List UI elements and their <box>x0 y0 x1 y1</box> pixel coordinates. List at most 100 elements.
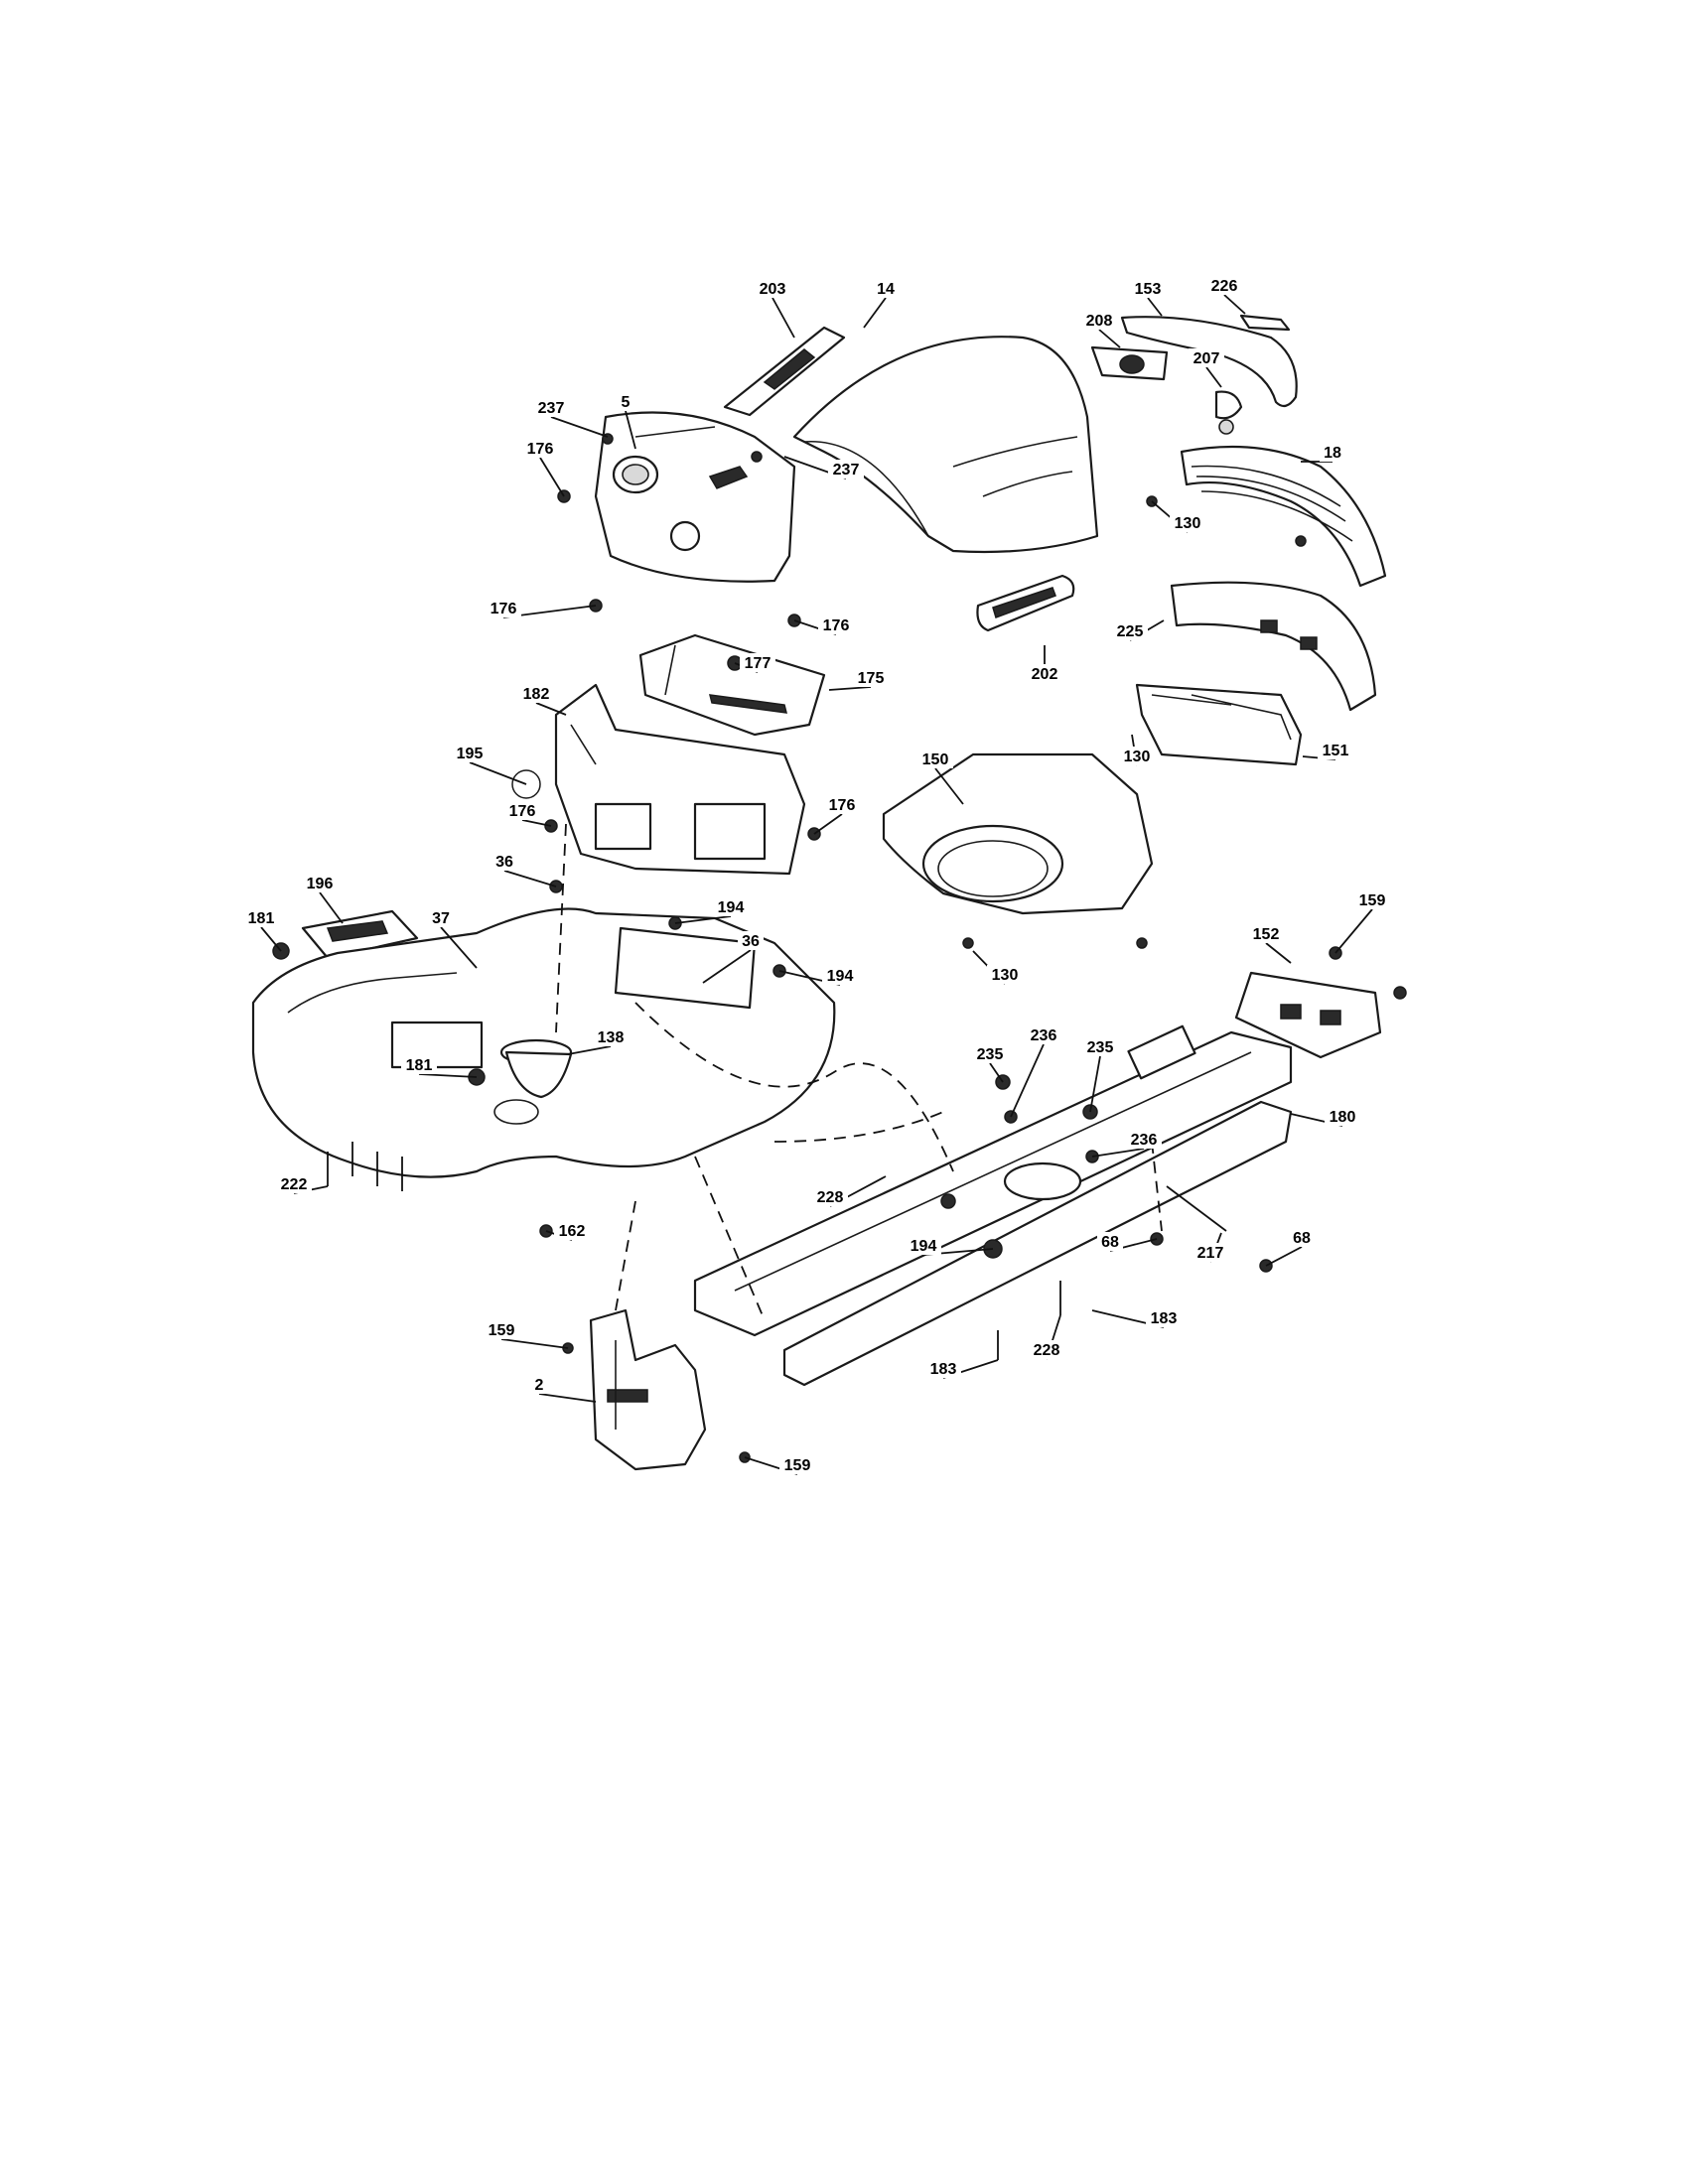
callout-number: 196 <box>307 876 334 892</box>
callout-c236b: 236 <box>1091 1130 1162 1158</box>
callout-bg <box>873 279 899 298</box>
callout-number: 159 <box>784 1457 811 1474</box>
callout-bg <box>554 1221 590 1240</box>
bulb-part-207 <box>1214 390 1243 435</box>
callout-leader <box>1098 329 1121 348</box>
callout-bg <box>1354 890 1390 909</box>
callout-c36a: 36 <box>491 852 557 887</box>
callout-number: 130 <box>1175 515 1201 532</box>
callout-number: 159 <box>1359 892 1386 909</box>
callout-number: 152 <box>1253 926 1280 943</box>
callout-leader <box>1089 1055 1101 1113</box>
callout-bg <box>917 750 953 768</box>
callout-leader <box>863 297 887 329</box>
callout-bg <box>1318 741 1353 759</box>
callout-number: 222 <box>281 1176 308 1193</box>
callout-number: 182 <box>523 686 550 703</box>
lens-part-208 <box>1090 345 1169 381</box>
callout-c14: 14 <box>863 279 899 329</box>
callout-bg <box>302 874 338 892</box>
callout-c208: 208 <box>1081 311 1121 348</box>
callout-bg <box>738 931 764 950</box>
callout-leader <box>674 915 732 924</box>
callout-number: 130 <box>1124 749 1151 765</box>
callout-bg <box>987 965 1023 984</box>
callout-number: 162 <box>559 1223 586 1240</box>
callout-leader <box>550 416 609 438</box>
callout-c176d: 176 <box>504 801 552 827</box>
callout-bg <box>1119 747 1155 765</box>
hood-part-14 <box>792 336 1099 554</box>
callout-c181b: 181 <box>401 1055 478 1078</box>
callout-bg <box>812 1187 848 1206</box>
callout-number: 235 <box>977 1046 1004 1063</box>
callout-c222: 222 <box>276 1174 329 1194</box>
callout-number: 217 <box>1197 1245 1224 1262</box>
callout-number: 176 <box>829 797 856 814</box>
callout-c228b: 228 <box>1029 1314 1064 1360</box>
callout-number: 203 <box>760 281 786 298</box>
callout-bg <box>518 684 554 703</box>
callout-bg <box>428 908 454 927</box>
callout-bg <box>1170 513 1205 532</box>
callout-number: 18 <box>1324 445 1341 462</box>
callout-number: 36 <box>742 933 760 950</box>
callout-c181a: 181 <box>243 908 282 952</box>
callout-number: 180 <box>1330 1109 1356 1126</box>
callout-bg <box>740 653 775 672</box>
callout-number: 181 <box>248 910 275 927</box>
callout-c130b: 130 <box>1119 734 1155 766</box>
callout-number: 14 <box>877 281 895 298</box>
callout-bg <box>906 1236 941 1255</box>
callout-bg <box>1325 1107 1360 1126</box>
callout-c68a: 68 <box>1097 1232 1158 1252</box>
callout-number: 176 <box>823 617 850 634</box>
callout-leader <box>1010 1043 1045 1118</box>
callout-number: 37 <box>432 910 450 927</box>
callout-number: 5 <box>622 394 631 411</box>
lens-part-202 <box>976 574 1075 632</box>
callout-bg <box>1112 621 1148 640</box>
callout-bg <box>618 392 633 411</box>
callout-number: 237 <box>538 400 565 417</box>
callout-bg <box>1193 1243 1228 1262</box>
callout-c182: 182 <box>518 684 567 716</box>
callout-bg <box>1289 1228 1315 1247</box>
bracket-part-2 <box>589 1308 707 1471</box>
callout-c177: 177 <box>734 653 775 673</box>
callout-bg <box>1027 664 1062 683</box>
callout-leader <box>1205 366 1222 388</box>
callout-bg <box>276 1174 312 1193</box>
callout-number: 194 <box>718 899 745 916</box>
callout-bg <box>401 1055 437 1074</box>
callout-c235a: 235 <box>972 1044 1008 1083</box>
callout-leader <box>535 702 567 716</box>
callout-bg <box>1189 348 1224 367</box>
callout-c228a: 228 <box>812 1175 887 1207</box>
callout-number: 183 <box>930 1361 957 1378</box>
callout-bg <box>1081 311 1117 330</box>
callout-leader <box>1265 1246 1303 1267</box>
callout-c194c: 194 <box>906 1236 994 1256</box>
callout-c226: 226 <box>1206 276 1246 315</box>
callout-c237b: 237 <box>783 456 864 479</box>
callout-bg <box>484 1320 519 1339</box>
callout-c236a: 236 <box>1010 1025 1061 1118</box>
callout-leader <box>772 297 795 339</box>
plate-part-175 <box>638 633 826 737</box>
callout-number: 236 <box>1131 1132 1158 1149</box>
callout-leader <box>989 1062 1004 1083</box>
callout-number: 177 <box>745 655 772 672</box>
callout-number: 150 <box>922 751 949 768</box>
callout-leader <box>567 1045 612 1055</box>
callout-c150: 150 <box>917 750 964 805</box>
callout-number: 68 <box>1293 1230 1311 1247</box>
callout-c176e: 176 <box>813 795 860 835</box>
callout-number: 175 <box>858 670 885 687</box>
callout-leader <box>1147 297 1163 317</box>
callout-number: 235 <box>1087 1039 1114 1056</box>
callout-c176a: 176 <box>522 439 565 497</box>
callout-c151: 151 <box>1302 741 1353 760</box>
